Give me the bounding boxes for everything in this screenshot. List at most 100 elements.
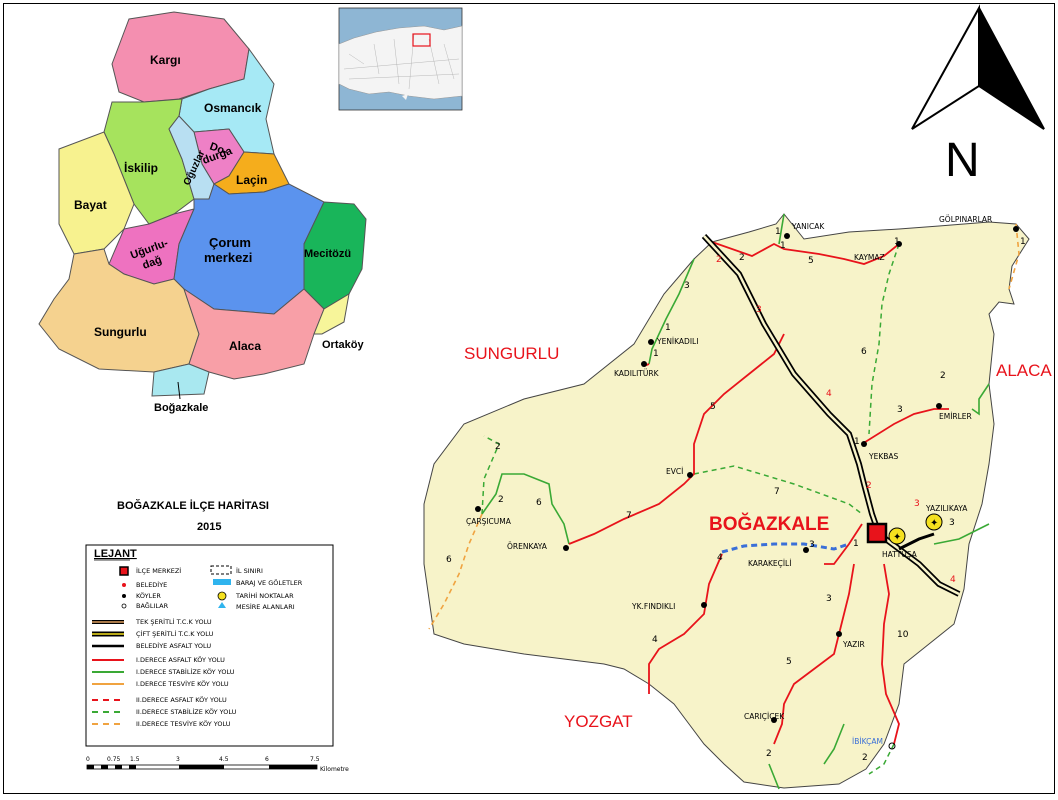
village-ykfindikli: YK.FINDIKLI bbox=[631, 602, 675, 611]
scale-tick: 1.5 bbox=[130, 756, 140, 763]
road-num: 4 bbox=[717, 553, 723, 563]
scale-tick: 0 bbox=[86, 756, 90, 763]
road-num: 4 bbox=[950, 575, 956, 585]
legend-item: BELEDİYE bbox=[136, 580, 167, 589]
legend-road: II.DERECE ASFALT KÖY YOLU bbox=[136, 695, 227, 704]
legend-road: I.DERECE ASFALT KÖY YOLU bbox=[136, 655, 225, 664]
road-num: 7 bbox=[774, 487, 780, 497]
road-num: 4 bbox=[826, 389, 832, 399]
locator-highlight bbox=[412, 33, 431, 47]
inset-label-iskilip: İskilip bbox=[124, 160, 158, 175]
village-ibikcam: İBİKÇAM bbox=[852, 737, 883, 746]
road-num: 1 bbox=[894, 237, 900, 247]
village-kaymaz: KAYMAZ bbox=[854, 253, 885, 262]
village-points bbox=[475, 226, 1019, 750]
scale-tick: 3 bbox=[176, 756, 180, 763]
dashed-stabilized-roads bbox=[481, 243, 900, 775]
road-num: 3 bbox=[756, 305, 762, 315]
scale-bar: 0 0.75 1.5 3 4.5 6 7.5 Kilometre bbox=[86, 756, 349, 773]
scale-tick: 7.5 bbox=[310, 756, 320, 763]
road-num: 6 bbox=[861, 347, 867, 357]
legend-item: KÖYLER bbox=[136, 591, 161, 600]
road-num: 6 bbox=[446, 555, 452, 565]
legend-road: II.DERECE TESVİYE KÖY YOLU bbox=[136, 719, 231, 728]
road-num: 1 bbox=[665, 323, 671, 333]
inset-label-ortakoy: Ortaköy bbox=[322, 339, 364, 351]
legend-road: II.DERECE STABİLİZE KÖY YOLU bbox=[136, 707, 237, 716]
svg-text:✦: ✦ bbox=[893, 532, 901, 543]
road-num: 2 bbox=[940, 371, 946, 381]
scale-unit: Kilometre bbox=[320, 766, 349, 773]
road-num: 5 bbox=[710, 402, 716, 412]
map-canvas: Kargı Osmancık İskilip Do- durga Oğuzlar… bbox=[38, 4, 1052, 790]
inset-label-mecitozu: Mecitözü bbox=[304, 248, 351, 260]
north-label: N bbox=[945, 134, 980, 187]
legend-province-border-icon bbox=[210, 565, 232, 575]
inset-label-dodurga-1: Do- bbox=[208, 141, 230, 159]
village-yekbas: YEKBAS bbox=[868, 452, 899, 461]
village-hattusa: HATTUŞA bbox=[882, 550, 918, 559]
province-inset: Kargı Osmancık İskilip Do- durga Oğuzlar… bbox=[38, 11, 367, 414]
svg-text:✦: ✦ bbox=[930, 518, 938, 529]
legend-municipality-icon bbox=[122, 583, 126, 587]
village-evci: EVCİ bbox=[666, 467, 683, 476]
legend-road: I.DERECE STABİLİZE KÖY YOLU bbox=[136, 667, 235, 676]
village-yazir: YAZIR bbox=[842, 640, 865, 649]
legend-road: ÇİFT ŞERİTLİ T.C.K YOLU bbox=[136, 629, 214, 638]
legend-item: TARİHİ NOKTALAR bbox=[235, 591, 294, 600]
road-num: 3 bbox=[826, 594, 832, 604]
inset-label-alaca: Alaca bbox=[229, 339, 261, 353]
district-bogazkale-inset[interactable] bbox=[151, 363, 210, 397]
historic-site-icon: ✦ ✦ bbox=[888, 513, 943, 545]
river-line bbox=[721, 542, 850, 554]
inset-label-corum-1: Çorum bbox=[209, 235, 251, 250]
road-num: 3 bbox=[809, 540, 815, 550]
road-num: 5 bbox=[808, 256, 814, 266]
inset-label-bayat: Bayat bbox=[74, 198, 107, 212]
legend-road: TEK ŞERİTLİ T.C.K YOLU bbox=[135, 617, 212, 626]
neighbor-yozgat: YOZGAT bbox=[564, 712, 633, 731]
road-num: 1 bbox=[780, 241, 786, 251]
road-num: 1 bbox=[775, 227, 781, 237]
road-num: 2 bbox=[716, 255, 722, 265]
village-golpinarlar: GÖLPINARLAR bbox=[939, 215, 992, 224]
inset-label-corum-2: merkezi bbox=[204, 250, 252, 265]
legend-title: LEJANT bbox=[94, 548, 137, 560]
legend-hamlet-icon bbox=[121, 603, 127, 609]
district-ortakoy[interactable] bbox=[313, 293, 350, 335]
scale-tick: 6 bbox=[265, 756, 269, 763]
legend-item: BAĞLILAR bbox=[136, 601, 169, 610]
inset-label-kargi: Kargı bbox=[150, 53, 181, 67]
road-num: 5 bbox=[786, 657, 792, 667]
road-num: 2 bbox=[739, 253, 745, 263]
road-num: 1 bbox=[854, 437, 860, 447]
legend-picnic-icon bbox=[218, 602, 226, 608]
village-orenkaya: ÖRENKAYA bbox=[507, 542, 548, 551]
scale-tick: 4.5 bbox=[219, 756, 229, 763]
legend-historic-icon bbox=[217, 591, 227, 601]
district-name-label: BOĞAZKALE bbox=[709, 513, 829, 535]
legend: LEJANT İLÇE MERKEZİ BELEDİYE KÖYLER BAĞL… bbox=[85, 544, 334, 747]
bogazkale-district-area bbox=[423, 213, 1030, 789]
legend-item: MESİRE ALANLARI bbox=[236, 602, 295, 611]
legend-dam-icon bbox=[213, 579, 231, 585]
legend-item: İLÇE MERKEZİ bbox=[136, 566, 181, 575]
asphalt-roads bbox=[568, 241, 949, 745]
village-yanicak: YANICAK bbox=[791, 222, 825, 231]
map-title: BOĞAZKALE İLÇE HARİTASI bbox=[117, 499, 269, 512]
road-num: 2 bbox=[866, 481, 872, 491]
legend-road: I.DERECE TESVİYE KÖY YOLU bbox=[136, 679, 229, 688]
legend-item: BARAJ VE GÖLETLER bbox=[236, 578, 303, 587]
road-num: 6 bbox=[536, 498, 542, 508]
inset-label-sungurlu: Sungurlu bbox=[94, 325, 147, 339]
road-num: 2 bbox=[862, 753, 868, 763]
district-center-icon[interactable] bbox=[866, 522, 888, 544]
legend-village-icon bbox=[122, 594, 126, 598]
legend-district-center-icon bbox=[119, 566, 129, 576]
road-num: 1 bbox=[1020, 237, 1026, 247]
village-karakecili: KARAKEÇİLİ bbox=[748, 559, 791, 568]
road-num: 1 bbox=[653, 349, 659, 359]
village-kadiliturk: KADILITÜRK bbox=[614, 369, 660, 378]
road-num: 2 bbox=[498, 495, 504, 505]
map-frame: Kargı Osmancık İskilip Do- durga Oğuzlar… bbox=[3, 3, 1055, 794]
